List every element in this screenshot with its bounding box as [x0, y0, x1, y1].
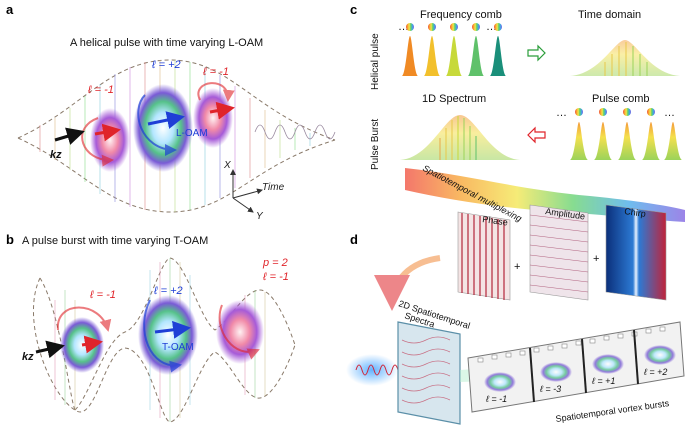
- panel-c-chirp-label: Chirp: [624, 206, 647, 219]
- panel-a-l-right: ℓ = -1: [202, 66, 229, 78]
- panel-c-letter: c: [350, 2, 357, 17]
- panel-a-red-arrow-2: [209, 101, 235, 120]
- panel-c-amplitude-mask: [529, 204, 589, 301]
- panel-a-title: A helical pulse with time varying L-OAM: [70, 37, 263, 49]
- panel-c-row2-side: Pulse Burst: [370, 119, 381, 170]
- panel-c-pulse-comb-pulses: [570, 122, 682, 160]
- panel-c-ellipsis-4: …: [664, 107, 675, 119]
- panel-a-vortex-1: [90, 108, 130, 172]
- panel-d-frame-vortex-3: [592, 354, 624, 374]
- panel-c-frequency-comb-pulses: [402, 36, 506, 76]
- panel-a-vortex-2: [133, 84, 193, 172]
- panel-b-rot-arrow-3: [218, 304, 260, 360]
- panel-b-vortex-3: [216, 300, 264, 364]
- panel-c-time-domain-pulse: [570, 40, 680, 76]
- panel-d-film-label-1: ℓ = -1: [485, 394, 507, 404]
- panel-c-chirp-mask: [605, 204, 667, 301]
- panel-c-ellipsis-1: …: [398, 21, 409, 33]
- panel-c-1d-spectrum: [400, 115, 520, 160]
- panel-d-input-glow: [346, 354, 398, 386]
- panel-d-film-label-2: ℓ = -3: [539, 384, 561, 394]
- panel-d-frame-vortex-1: [484, 372, 516, 392]
- panel-c-phase-label: Phase: [482, 214, 509, 227]
- panel-b-l-left: ℓ = -1: [89, 289, 116, 301]
- panel-d-spectra-plate: [397, 321, 461, 425]
- panel-a-axis-x: X: [223, 160, 231, 171]
- panel-a-axes: [230, 169, 263, 213]
- panel-d-frame-vortex-2: [540, 362, 572, 382]
- panel-b-rot-arrow-2: [143, 299, 182, 373]
- panel-a-axis-time: Time: [262, 182, 285, 193]
- panel-a-letter: a: [6, 2, 14, 17]
- panel-c-pulse-comb: Pulse comb: [592, 93, 649, 105]
- panel-b-title: A pulse burst with time varying T-OAM: [22, 235, 208, 247]
- panel-c-spectrum-1d: 1D Spectrum: [422, 93, 486, 105]
- panel-a-oam-label: L-OAM: [176, 128, 208, 139]
- panel-c-comb-mode-icons: [406, 23, 502, 31]
- panel-d: d 2D Spatiotemporal Spectra: [346, 232, 685, 425]
- panel-d-frame-vortex-4: [644, 345, 676, 365]
- panel-c-phase-mask: [457, 211, 511, 301]
- panel-a-rot-arrow-2: [137, 94, 177, 156]
- panel-b-l-right: ℓ = -1: [262, 271, 289, 283]
- comb-pulse-1: [402, 36, 418, 76]
- comb-pulse-5: [490, 36, 506, 76]
- panel-b-rot-arrow-1: [56, 306, 112, 332]
- panel-a-rot-arrow-3: [197, 82, 235, 102]
- panel-c-row1-side: Helical pulse: [370, 33, 381, 90]
- panel-a-tail-wave: [254, 124, 336, 140]
- panel-d-combine-arrow: [374, 255, 441, 311]
- panel-a-axis-y: Y: [256, 211, 264, 222]
- panel-a-k-label: kz: [50, 149, 62, 161]
- panel-b-k-arrow: [35, 340, 65, 359]
- panel-d-caption: Spatiotemporal vortex bursts: [555, 398, 670, 424]
- panel-c-ellipsis-2: …: [486, 21, 497, 33]
- panel-a-l-left: ℓ = -1: [87, 84, 114, 96]
- panel-d-film-label-4: ℓ = +2: [643, 367, 667, 377]
- panel-d-film-label-3: ℓ = +1: [591, 376, 615, 386]
- panel-b-letter: b: [6, 232, 14, 247]
- panel-c-back-arrow: [527, 126, 546, 144]
- panel-c-time-domain: Time domain: [578, 9, 641, 21]
- panel-c-ellipsis-3: …: [556, 107, 567, 119]
- panel-b-l-mid: ℓ = +2: [153, 285, 183, 297]
- panel-a-envelope: [17, 59, 336, 213]
- panel-b-k-label: kz: [22, 351, 34, 363]
- panel-d-input-wave: [355, 364, 399, 376]
- panel-c: c Helical pulse Pulse Burst Frequency co…: [350, 2, 685, 301]
- panel-c-forward-arrow: [527, 44, 546, 62]
- panel-b: b A pulse burst with time varying T-OAM …: [6, 232, 296, 423]
- panel-c-plus-1: +: [514, 261, 520, 273]
- panel-c-plus-2: +: [593, 253, 599, 265]
- panel-c-frequency-comb: Frequency comb: [420, 9, 502, 21]
- panel-a-blue-arrow: [147, 111, 185, 129]
- panel-a-red-arrow-1: [94, 123, 121, 142]
- panel-b-oam-label: T-OAM: [162, 342, 194, 353]
- panel-c-pulse-comb-icons: [575, 108, 655, 116]
- comb-pulse-4: [468, 36, 484, 76]
- panel-a-l-mid: ℓ = +2: [151, 59, 181, 71]
- panel-a: a A helical pulse with time varying L-OA…: [6, 2, 336, 222]
- panel-a-k-arrow: [54, 127, 85, 145]
- panel-d-letter: d: [350, 232, 358, 247]
- panel-d-filmstrip: [467, 321, 685, 413]
- panel-b-p-right: p = 2: [262, 257, 288, 269]
- panel-d-film-labels: ℓ = -1 ℓ = -3 ℓ = +1 ℓ = +2: [485, 367, 667, 404]
- comb-pulse-3: [446, 36, 462, 76]
- comb-pulse-2: [424, 36, 440, 76]
- panel-b-blue-arrow: [154, 320, 191, 339]
- panel-b-red-arrow: [81, 335, 103, 354]
